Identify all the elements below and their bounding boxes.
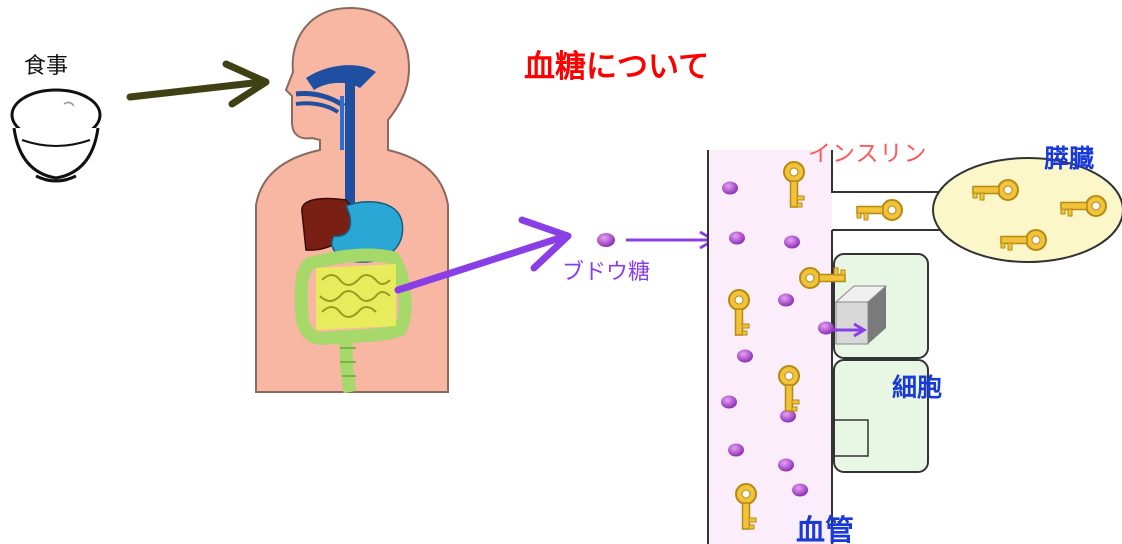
glucose-particle-icon — [721, 396, 737, 409]
glucose-particle-icon — [597, 233, 615, 247]
glucose-particle-icon — [729, 232, 745, 245]
glucose-inflow-arrow — [626, 232, 714, 248]
meal-label: 食事 — [24, 56, 68, 78]
glucose-particle-icon — [778, 294, 794, 307]
glucose-particle-icon — [722, 182, 738, 195]
insulin-label: インスリン — [808, 143, 928, 166]
blood-vessel-label: 血管 — [796, 516, 854, 544]
human-body-icon — [256, 8, 448, 392]
meal-arrow — [130, 64, 266, 104]
glucose-particle-icon — [728, 444, 744, 457]
cell-label: 細胞 — [892, 375, 942, 400]
diagram-title: 血糖について — [524, 52, 709, 83]
glucose-particle-icon — [784, 236, 800, 249]
glucose-particle-icon — [818, 322, 834, 335]
rice-bowl-icon — [12, 90, 100, 181]
glucose-particle-icon — [737, 350, 753, 363]
glucose-label: ブドウ糖 — [562, 262, 650, 284]
glucose-particle-icon — [778, 459, 794, 472]
key-icon — [857, 200, 902, 220]
glucose-particle-icon — [792, 484, 808, 497]
pancreas-label: 膵臓 — [1044, 146, 1094, 171]
blood-vessel — [708, 150, 832, 544]
